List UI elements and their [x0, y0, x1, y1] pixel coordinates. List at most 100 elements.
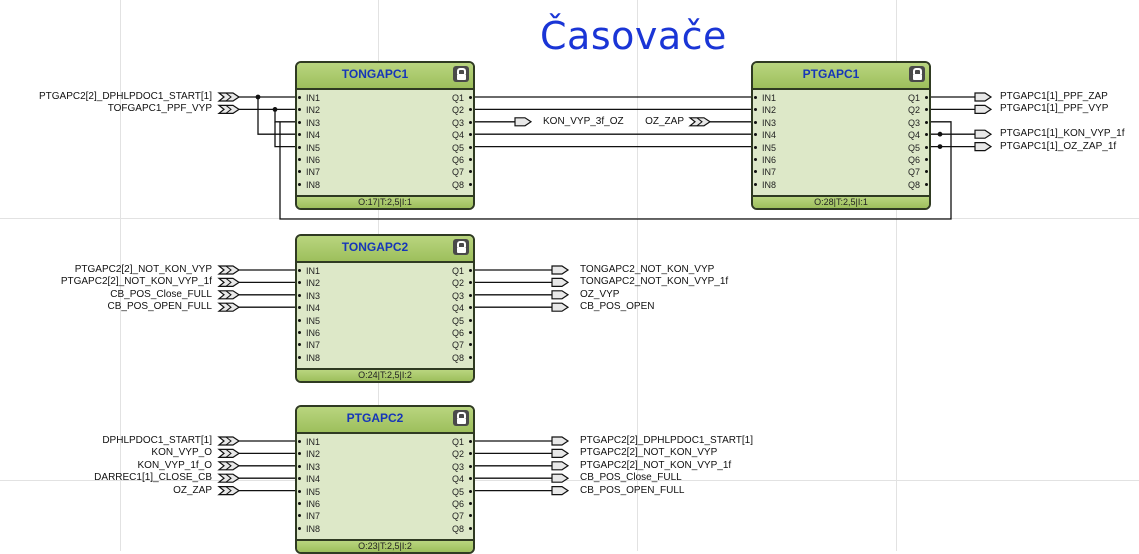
- output-port-dot[interactable]: [469, 526, 472, 530]
- output-port-dot[interactable]: [469, 514, 472, 518]
- output-port-dot[interactable]: [469, 281, 472, 285]
- input-connector-icon[interactable]: [217, 461, 241, 471]
- output-port-dot[interactable]: [469, 120, 472, 124]
- signal-label[interactable]: PTGAPC1[1]_PPF_VYP: [1000, 103, 1109, 115]
- output-port-dot[interactable]: [469, 293, 472, 297]
- signal-label[interactable]: KON_VYP_3f_OZ: [543, 115, 624, 127]
- input-port-dot[interactable]: [298, 108, 301, 112]
- input-port-dot[interactable]: [298, 133, 301, 137]
- signal-label[interactable]: DARREC1[1]_CLOSE_CB: [94, 472, 212, 484]
- input-port-dot[interactable]: [754, 133, 757, 137]
- signal-label[interactable]: KON_VYP_1f_O: [137, 459, 212, 471]
- input-port-dot[interactable]: [298, 120, 301, 124]
- output-port-dot[interactable]: [925, 145, 928, 149]
- output-port-dot[interactable]: [469, 355, 472, 359]
- signal-label[interactable]: DPHLPDOC1_START[1]: [102, 435, 212, 446]
- input-connector-icon[interactable]: [688, 117, 712, 127]
- input-port-dot[interactable]: [754, 145, 757, 149]
- output-connector-icon[interactable]: [551, 265, 570, 275]
- output-connector-icon[interactable]: [551, 436, 570, 446]
- input-connector-icon[interactable]: [217, 436, 241, 446]
- input-connector-icon[interactable]: [217, 290, 241, 300]
- output-port-dot[interactable]: [469, 489, 472, 493]
- output-connector-icon[interactable]: [551, 473, 570, 483]
- signal-label[interactable]: PTGAPC2[2]_NOT_KON_VYP_1f: [60, 276, 212, 288]
- signal-label[interactable]: OZ_ZAP: [173, 484, 212, 496]
- output-connector-icon[interactable]: [551, 302, 570, 312]
- output-connector-icon[interactable]: [514, 117, 533, 127]
- input-port-dot[interactable]: [298, 158, 301, 161]
- signal-label[interactable]: PTGAPC2[2]_NOT_KON_VYP: [74, 264, 212, 275]
- signal-label[interactable]: PTGAPC2[2]_DPHLPDOC1_START[1]: [38, 91, 212, 102]
- signal-label[interactable]: KON_VYP_O: [151, 447, 212, 459]
- output-connector-icon[interactable]: [551, 461, 570, 471]
- signal-label[interactable]: TONGAPC2_NOT_KON_VYP_1f: [580, 276, 729, 288]
- output-connector-icon[interactable]: [974, 129, 993, 139]
- signal-label[interactable]: TOFGAPC1_PPF_VYP: [107, 103, 212, 115]
- output-port-dot[interactable]: [469, 158, 472, 161]
- output-port-dot[interactable]: [469, 182, 472, 186]
- lock-icon[interactable]: [453, 66, 469, 82]
- output-connector-icon[interactable]: [551, 277, 570, 287]
- input-port-dot[interactable]: [298, 526, 301, 530]
- output-connector-icon[interactable]: [551, 486, 570, 496]
- input-connector-icon[interactable]: [217, 486, 241, 496]
- input-port-dot[interactable]: [754, 170, 757, 174]
- input-port-dot[interactable]: [754, 120, 757, 124]
- input-port-dot[interactable]: [298, 514, 301, 518]
- output-port-dot[interactable]: [925, 133, 928, 137]
- input-port-dot[interactable]: [298, 464, 301, 468]
- input-port-dot[interactable]: [298, 281, 301, 285]
- input-connector-icon[interactable]: [217, 104, 241, 115]
- input-connector-icon[interactable]: [217, 448, 241, 458]
- output-port-dot[interactable]: [469, 464, 472, 468]
- output-port-dot[interactable]: [469, 502, 472, 505]
- output-port-dot[interactable]: [925, 170, 928, 174]
- input-port-dot[interactable]: [298, 502, 301, 505]
- lock-icon[interactable]: [453, 410, 469, 426]
- input-port-dot[interactable]: [298, 343, 301, 347]
- signal-label[interactable]: OZ_ZAP: [645, 115, 684, 127]
- input-connector-icon[interactable]: [217, 302, 241, 312]
- lock-icon[interactable]: [909, 66, 925, 82]
- signal-label[interactable]: CB_POS_OPEN_FULL: [107, 301, 213, 313]
- signal-label[interactable]: CB_POS_OPEN: [580, 301, 655, 313]
- output-port-dot[interactable]: [469, 96, 472, 99]
- input-port-dot[interactable]: [298, 182, 301, 186]
- output-connector-icon[interactable]: [974, 92, 993, 102]
- input-port-dot[interactable]: [298, 452, 301, 456]
- input-port-dot[interactable]: [754, 96, 757, 99]
- signal-label[interactable]: PTGAPC1[1]_KON_VYP_1f: [1000, 128, 1125, 140]
- output-port-dot[interactable]: [925, 108, 928, 112]
- input-connector-icon[interactable]: [217, 265, 241, 275]
- signal-label[interactable]: CB_POS_OPEN_FULL: [580, 484, 685, 496]
- input-port-dot[interactable]: [298, 269, 301, 272]
- signal-label[interactable]: TONGAPC2_NOT_KON_VYP: [580, 264, 715, 275]
- input-port-dot[interactable]: [298, 318, 301, 322]
- input-connector-icon[interactable]: [217, 92, 241, 102]
- output-connector-icon[interactable]: [551, 448, 570, 458]
- input-connector-icon[interactable]: [217, 473, 241, 483]
- signal-label[interactable]: OZ_VYP: [580, 288, 620, 300]
- lock-icon[interactable]: [453, 239, 469, 255]
- output-port-dot[interactable]: [925, 96, 928, 99]
- output-port-dot[interactable]: [469, 133, 472, 137]
- output-port-dot[interactable]: [469, 477, 472, 481]
- input-port-dot[interactable]: [298, 293, 301, 297]
- input-connector-icon[interactable]: [217, 277, 241, 287]
- signal-label[interactable]: PTGAPC2[2]_NOT_KON_VYP_1f: [580, 459, 732, 471]
- output-port-dot[interactable]: [469, 452, 472, 456]
- output-port-dot[interactable]: [469, 269, 472, 272]
- output-port-dot[interactable]: [925, 158, 928, 161]
- input-port-dot[interactable]: [298, 331, 301, 334]
- input-port-dot[interactable]: [754, 182, 757, 186]
- output-port-dot[interactable]: [469, 145, 472, 149]
- output-connector-icon[interactable]: [974, 142, 993, 152]
- output-port-dot[interactable]: [469, 170, 472, 174]
- input-port-dot[interactable]: [298, 170, 301, 174]
- signal-label[interactable]: CB_POS_Close_FULL: [110, 288, 212, 300]
